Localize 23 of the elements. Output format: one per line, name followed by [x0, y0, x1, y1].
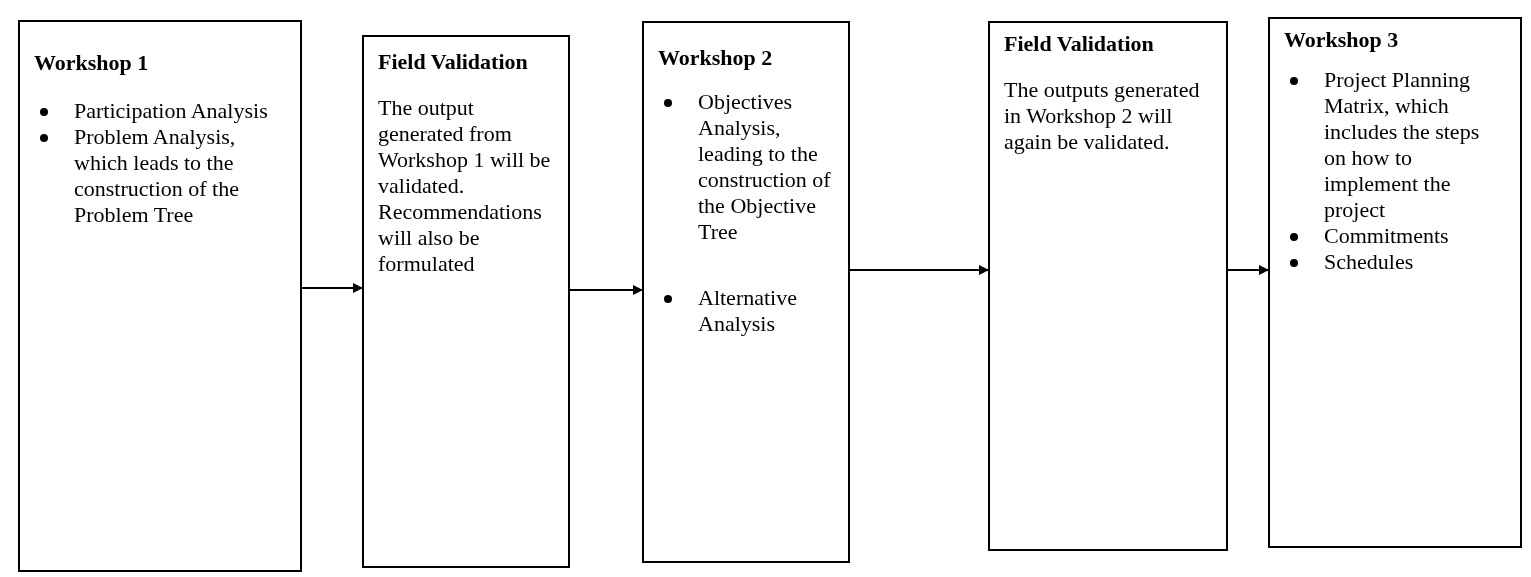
bullet-text: Problem Analysis, which leads to the construction of the Problem Tree [74, 124, 240, 228]
process-box [362, 35, 570, 568]
process-box [988, 21, 1228, 551]
arrow [301, 283, 363, 293]
bullet-text: Participation Analysis [74, 98, 268, 124]
body-text: The output generated from Workshop 1 will be validated. Recommendations will also be formulated [378, 95, 552, 277]
arrow [849, 265, 989, 275]
arrow [569, 285, 643, 295]
bullet-text: Project Planning Matrix, which includes the steps on how to implement the project [1324, 67, 1481, 223]
box-heading: Field Validation [378, 49, 529, 75]
bullet-text: Schedules [1324, 249, 1414, 275]
bullet-text: Alternative Analysis [698, 285, 798, 337]
body-text: The outputs generated in Workshop 2 will again be validated. [1004, 77, 1201, 155]
process-box [18, 20, 302, 572]
box-heading: Field Validation [1004, 31, 1155, 57]
bullet-text: Objectives Analysis, leading to the construction of the Objective Tree [698, 89, 832, 245]
box-heading: Workshop 1 [34, 50, 150, 76]
process-box [642, 21, 850, 563]
box-heading: Workshop 2 [658, 45, 774, 71]
arrow [1227, 265, 1269, 275]
box-heading: Workshop 3 [1284, 27, 1400, 53]
bullet-text: Commitments [1324, 223, 1449, 249]
process-box [1268, 17, 1522, 548]
